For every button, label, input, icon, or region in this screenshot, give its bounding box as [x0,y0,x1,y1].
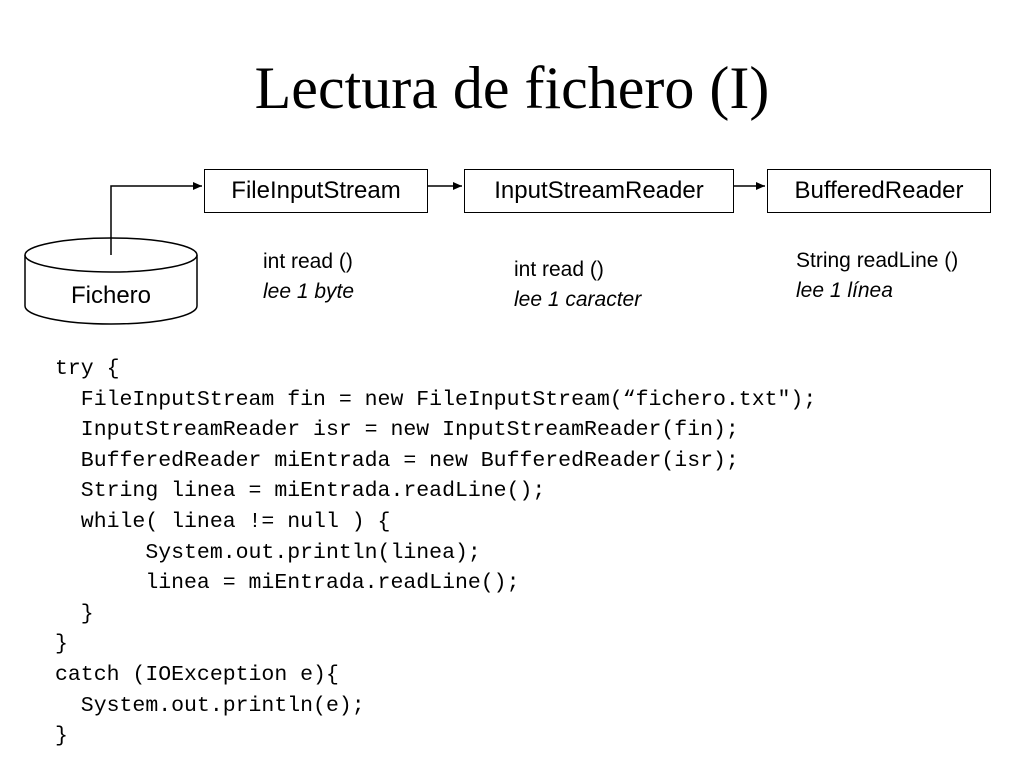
diagram-connectors [24,182,765,325]
bufferedreader-box: BufferedReader [767,169,991,213]
code-block: try { FileInputStream fin = new FileInpu… [55,354,816,752]
fichero-label: Fichero [70,282,152,309]
code-line: InputStreamReader isr = new InputStreamR… [55,418,739,443]
code-line: BufferedReader miEntrada = new BufferedR… [55,448,739,473]
code-line: } [55,601,94,626]
inputstreamreader-method: int read () lee 1 caracter [514,255,641,315]
code-line: String linea = miEntrada.readLine(); [55,479,546,504]
method-signature: String readLine () [796,249,959,272]
code-line: System.out.println(e); [55,693,365,718]
code-line: System.out.println(linea); [55,540,481,565]
code-line: } [55,724,68,749]
inputstreamreader-box: InputStreamReader [464,169,734,213]
connector-fichero-to-fileinputstream [110,182,202,255]
method-description: lee 1 caracter [514,288,642,311]
fileinputstream-box: FileInputStream [204,169,428,213]
method-signature: int read () [514,258,604,281]
code-line: catch (IOException e){ [55,662,339,687]
code-line: try { [55,357,120,381]
method-description: lee 1 byte [263,280,355,303]
code-line: while( linea != null ) { [55,509,391,534]
method-description: lee 1 línea [796,279,893,302]
fileinputstream-method: int read () lee 1 byte [263,247,354,307]
code-line: FileInputStream fin = new FileInputStrea… [55,387,817,412]
code-line: linea = miEntrada.readLine(); [55,571,520,596]
code-line: } [55,632,68,657]
method-signature: int read () [263,250,353,273]
bufferedreader-method: String readLine () lee 1 línea [796,246,958,306]
stream-diagram: Fichero FileInputStream InputStreamReade… [0,0,1024,340]
slide-title: Lectura de fichero (I) [254,55,770,121]
